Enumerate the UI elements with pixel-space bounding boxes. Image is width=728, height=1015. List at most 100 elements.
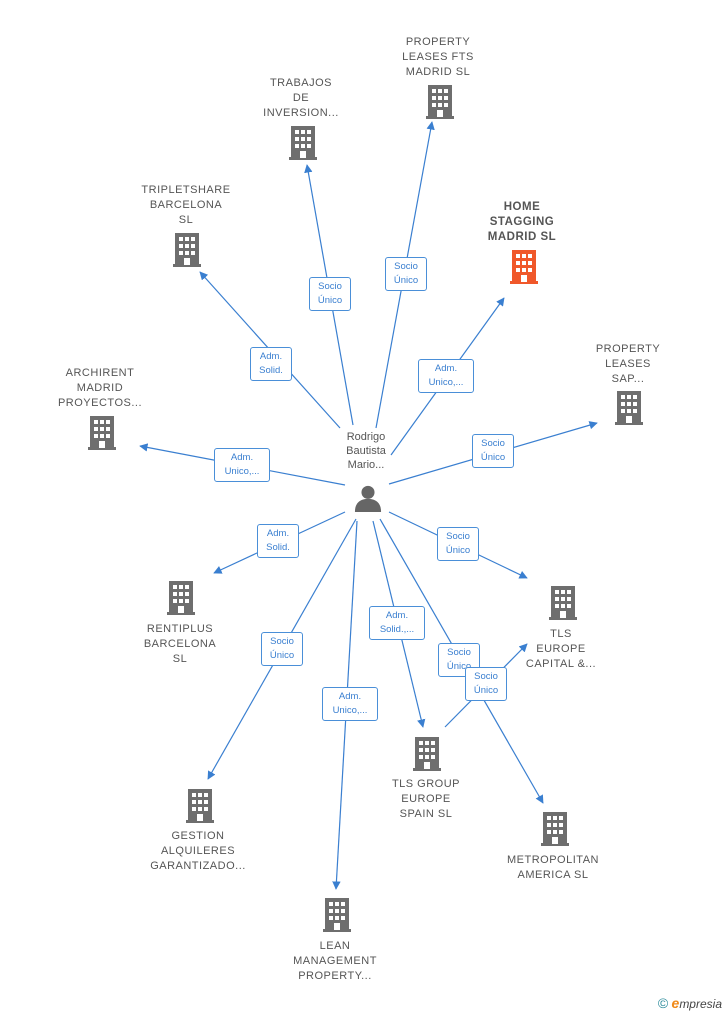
node-label-tripletshare-barcelona[interactable]: TRIPLETSHARE BARCELONA SL (121, 183, 251, 228)
edge-label-line: Adm. (338, 691, 362, 702)
node-label-line: SAP... (611, 373, 645, 385)
building-icon[interactable] (186, 789, 214, 823)
node-label-home-stagging-madrid[interactable]: HOME STAGGING MADRID SL (457, 200, 587, 245)
node-label-line: ARCHIRENT (65, 367, 135, 379)
node-label-line: EUROPE (401, 793, 451, 805)
building-icon[interactable] (426, 85, 454, 119)
edge-label-line: Único (473, 685, 499, 696)
building-icon[interactable] (289, 126, 317, 160)
edge-label-line: Adm. (230, 452, 254, 463)
edge-label-lean-management[interactable]: Adm. Unico,... (322, 687, 378, 721)
building-icon[interactable] (541, 812, 569, 846)
edge-label-line: Socio (474, 671, 498, 682)
edge-label-line: Unico,... (224, 466, 260, 477)
node-label-archirent-madrid[interactable]: ARCHIRENT MADRID PROYECTOS... (35, 366, 165, 411)
building-icon[interactable] (167, 581, 195, 615)
node-label-line: TRIPLETSHARE (141, 184, 231, 196)
edge-label-archirent-madrid[interactable]: Adm. Unico,... (214, 448, 270, 482)
edge-label-line: Único (445, 545, 471, 556)
edge-label-line: Solid. (266, 542, 290, 553)
node-label-line: MADRID SL (487, 231, 557, 243)
node-label-line: TRABAJOS (269, 77, 333, 89)
node-label-line: DE (292, 92, 310, 104)
node-label-line: GARANTIZADO... (150, 860, 246, 872)
node-label-line: LEASES FTS (402, 51, 474, 63)
node-label-line: PROPERTY (405, 36, 471, 48)
node-label-line: LEAN (319, 940, 351, 952)
node-label-line: MANAGEMENT (293, 955, 377, 967)
node-label-line: MADRID SL (405, 66, 471, 78)
edge-label-tls-group-europe-spain[interactable]: Adm. Solid.,... (369, 606, 425, 640)
node-label-lean-management[interactable]: LEAN MANAGEMENT PROPERTY... (270, 939, 400, 984)
edge-label-home-stagging-madrid[interactable]: Adm.Unico,... (418, 359, 474, 393)
edge-label-line: Socio (394, 261, 418, 272)
node-label-line: BARCELONA (143, 638, 217, 650)
brand-logo-initial: e (671, 995, 680, 1011)
edge-label-line: Único (317, 295, 343, 306)
node-label-line: PROPERTY... (298, 970, 372, 982)
node-label-property-leases-sap[interactable]: PROPERTY LEASES SAP... (563, 342, 693, 387)
building-icon[interactable] (510, 250, 538, 284)
node-label-tls-europe-capital[interactable]: TLS EUROPE CAPITAL &... (496, 627, 626, 672)
copyright-symbol: © (657, 995, 669, 1011)
node-label-line: METROPOLITAN (507, 854, 599, 866)
footer-brand[interactable]: © empresia (658, 995, 722, 1011)
edge-label-line: Socio (446, 531, 470, 542)
node-label-line: TLS (550, 628, 572, 640)
building-icon[interactable] (88, 416, 116, 450)
node-label-property-leases-fts[interactable]: PROPERTY LEASES FTS MADRID SL (373, 35, 503, 80)
node-label-line: EUROPE (536, 643, 586, 655)
edge-label-line: Socio (447, 647, 471, 658)
building-icon[interactable] (615, 391, 643, 425)
node-label-line: LEASES (605, 358, 651, 370)
node-label-line: MADRID (76, 382, 124, 394)
building-icon[interactable] (413, 737, 441, 771)
edge-label-line: Único (393, 275, 419, 286)
node-label-line: AMERICA SL (517, 869, 589, 881)
center-name-line-2: Bautista (346, 445, 386, 457)
node-label-line: CAPITAL &... (525, 658, 597, 670)
edge-label-line: Único (269, 650, 295, 661)
edge-label-line: Solid.,... (379, 624, 415, 635)
edge-label-line: Único (480, 452, 506, 463)
edge-label-line: Solid. (259, 365, 283, 376)
node-label-line: BARCELONA (149, 199, 223, 211)
edge-label-line: Socio (318, 281, 342, 292)
building-icon[interactable] (323, 898, 351, 932)
building-icon[interactable] (549, 586, 577, 620)
edge-label-line: Socio (270, 636, 294, 647)
edge-label-line: Adm. (259, 351, 283, 362)
center-person-label[interactable]: Rodrigo Bautista Mario... (326, 430, 406, 472)
brand-logo-text: mpresia (679, 997, 722, 1011)
node-label-line: SL (172, 653, 188, 665)
node-label-line: PROPERTY (595, 343, 661, 355)
node-label-metropolitan-america[interactable]: METROPOLITAN AMERICA SL (488, 853, 618, 883)
edge-label-line: Adm. (266, 528, 290, 539)
node-label-line: STAGGING (489, 216, 555, 228)
center-name-line-3: Mario... (347, 459, 385, 471)
edge-label-line: Adm. (434, 363, 458, 374)
node-label-rentiplus-barcelona[interactable]: RENTIPLUS BARCELONA SL (115, 622, 245, 667)
center-name-line-1: Rodrigo (346, 431, 386, 443)
edge-label-rentiplus-barcelona[interactable]: Adm. Solid. (257, 524, 299, 558)
edge-label-line: Unico,... (332, 705, 368, 716)
person-icon[interactable] (354, 485, 382, 512)
node-label-line: HOME (503, 201, 541, 213)
edge-label-line: Adm. (385, 610, 409, 621)
building-icon[interactable] (173, 233, 201, 267)
edge-label-tripletshare-barcelona[interactable]: Adm. Solid. (250, 347, 292, 381)
node-label-line: SL (178, 214, 194, 226)
node-label-line: PROYECTOS... (57, 397, 143, 409)
node-label-line: RENTIPLUS (146, 623, 214, 635)
